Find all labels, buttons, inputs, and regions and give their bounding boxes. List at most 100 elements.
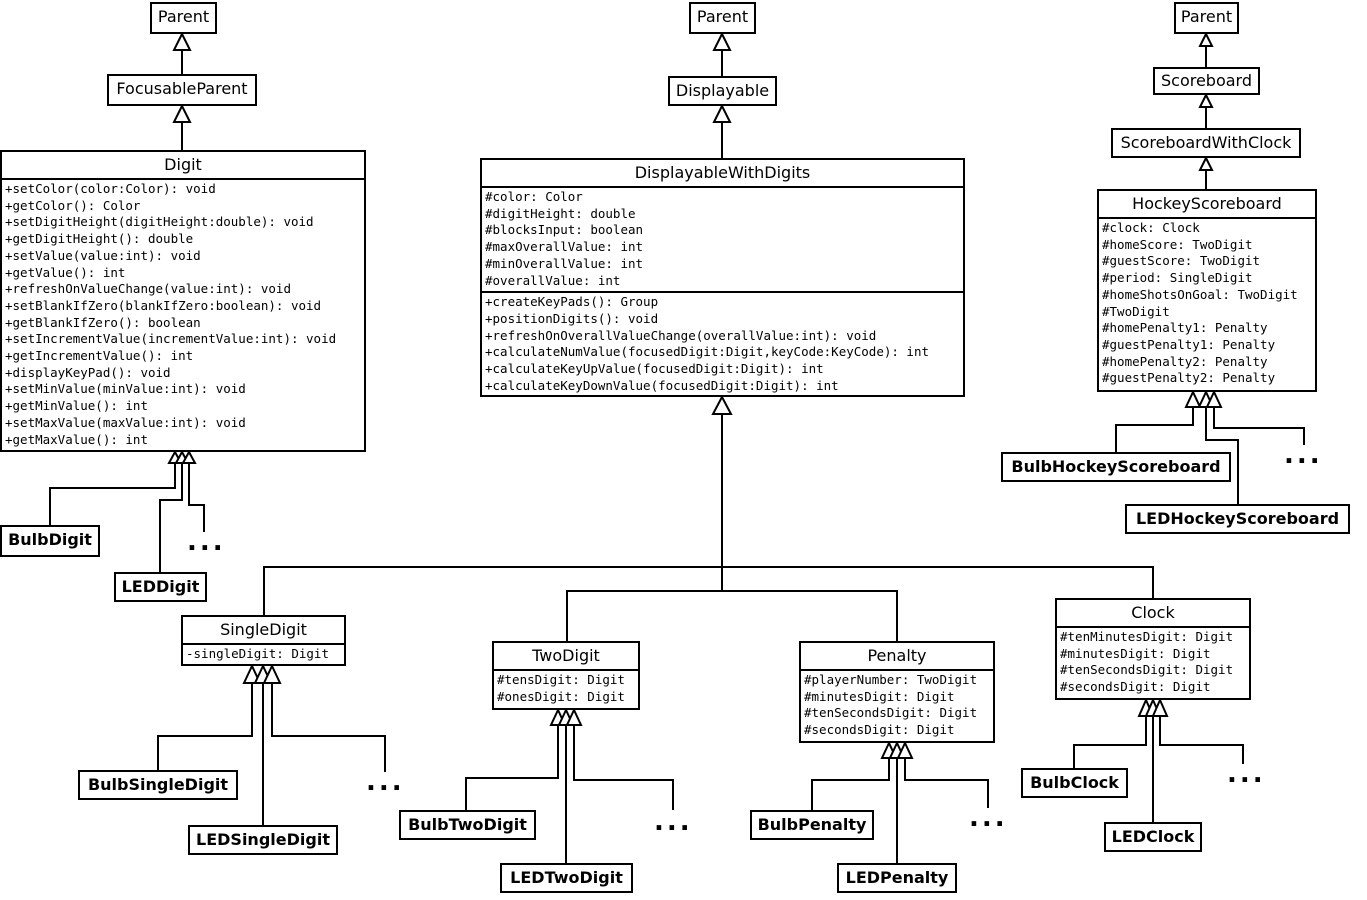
class-scoreboard-with-clock[interactable]: ScoreboardWithClock [1111, 128, 1301, 158]
class-hockey-scoreboard[interactable]: HockeyScoreboard #clock: Clock #homeScor… [1097, 189, 1317, 392]
method: +getValue(): int [5, 264, 126, 280]
class-bulb-hockey-scoreboard[interactable]: BulbHockeyScoreboard [1001, 452, 1231, 482]
method: +setMinValue(minValue:int): void [5, 381, 246, 397]
class-title: Scoreboard [1160, 71, 1252, 90]
method: +getDigitHeight(): double [5, 231, 194, 247]
class-scoreboard[interactable]: Scoreboard [1153, 67, 1260, 95]
methods-section: +createKeyPads(): Group +positionDigits(… [482, 291, 963, 396]
attribute: #guestPenalty1: Penalty [1102, 336, 1276, 352]
class-title: Parent [1180, 7, 1233, 26]
attribute: #tenSecondsDigit: Digit [1060, 662, 1234, 678]
method: +setBlankIfZero(blankIfZero:boolean): vo… [5, 297, 322, 313]
attribute: #homeShotsOnGoal: TwoDigit [1102, 286, 1298, 302]
attribute: #playerNumber: TwoDigit [804, 672, 978, 687]
attribute: #tenMinutesDigit: Digit [1060, 629, 1234, 644]
class-bulb-digit[interactable]: BulbDigit [0, 525, 100, 557]
method: +positionDigits(): void [485, 310, 659, 326]
method: +createKeyPads(): Group [485, 294, 659, 310]
class-digit[interactable]: Digit +setColor(color:Color): void +getC… [0, 150, 366, 452]
more-subclasses-ellipsis: ... [969, 803, 1008, 833]
attribute: #overallValue: int [485, 272, 621, 288]
more-subclasses-ellipsis: ... [1227, 759, 1266, 789]
attribute: #tensDigit: Digit [497, 672, 625, 687]
class-bulb-penalty[interactable]: BulbPenalty [750, 810, 874, 840]
attribute: #guestScore: TwoDigit [1102, 253, 1261, 269]
method: +getColor(): Color [5, 197, 141, 213]
method: +setValue(value:int): void [5, 247, 201, 263]
class-two-digit[interactable]: TwoDigit #tensDigit: Digit #onesDigit: D… [492, 641, 640, 710]
class-title: ScoreboardWithClock [1120, 133, 1292, 152]
attributes-section: #tenMinutesDigit: Digit #minutesDigit: D… [1057, 628, 1249, 698]
attribute: #maxOverallValue: int [485, 239, 644, 255]
class-parent-center[interactable]: Parent [689, 2, 756, 34]
class-title: DisplayableWithDigits [482, 160, 963, 188]
method: +getMinValue(): int [5, 398, 148, 414]
class-led-two-digit[interactable]: LEDTwoDigit [500, 863, 633, 893]
class-displayable-with-digits[interactable]: DisplayableWithDigits #color: Color #dig… [480, 158, 965, 397]
method: +calculateKeyDownValue(focusedDigit:Digi… [485, 377, 839, 393]
attribute: #minOverallValue: int [485, 255, 644, 271]
class-led-clock[interactable]: LEDClock [1104, 822, 1202, 852]
class-focusable-parent[interactable]: FocusableParent [107, 74, 257, 106]
attribute: #secondsDigit: Digit [1060, 679, 1211, 695]
class-title: TwoDigit [494, 643, 638, 671]
class-parent-left[interactable]: Parent [150, 2, 217, 34]
class-title: Displayable [675, 81, 770, 100]
attribute: #secondsDigit: Digit [804, 722, 955, 738]
attributes-section: #color: Color #digitHeight: double #bloc… [482, 188, 963, 291]
attribute: #color: Color [485, 189, 583, 204]
class-bulb-clock[interactable]: BulbClock [1021, 768, 1128, 798]
class-led-single-digit[interactable]: LEDSingleDigit [188, 825, 338, 855]
method: +calculateNumValue(focusedDigit:Digit,ke… [485, 344, 930, 360]
method: +setIncrementValue(incrementValue:int): … [5, 331, 337, 347]
class-single-digit[interactable]: SingleDigit -singleDigit: Digit [181, 615, 346, 666]
class-title: HockeyScoreboard [1099, 191, 1315, 219]
attribute: #guestPenalty2: Penalty [1102, 370, 1276, 386]
attribute: #digitHeight: double [485, 205, 636, 221]
attribute: #homePenalty2: Penalty [1102, 353, 1268, 369]
class-title: SingleDigit [183, 617, 344, 645]
more-subclasses-ellipsis: ... [366, 767, 405, 797]
class-title: Parent [696, 7, 749, 26]
attribute: #tenSecondsDigit: Digit [804, 705, 978, 721]
attribute: -singleDigit: Digit [186, 646, 329, 661]
method: +getIncrementValue(): int [5, 348, 194, 364]
more-subclasses-ellipsis: ... [654, 807, 693, 837]
class-penalty[interactable]: Penalty #playerNumber: TwoDigit #minutes… [799, 641, 995, 743]
class-displayable[interactable]: Displayable [668, 76, 777, 106]
more-subclasses-ellipsis: ... [187, 527, 226, 557]
attribute: #TwoDigit [1102, 303, 1170, 319]
attribute: #homeScore: TwoDigit [1102, 236, 1253, 252]
attribute: #blocksInput: boolean [485, 222, 644, 238]
class-bulb-two-digit[interactable]: BulbTwoDigit [399, 810, 536, 840]
method: +setMaxValue(maxValue:int): void [5, 414, 246, 430]
class-clock[interactable]: Clock #tenMinutesDigit: Digit #minutesDi… [1055, 598, 1251, 700]
method: +setColor(color:Color): void [5, 181, 216, 196]
class-parent-right[interactable]: Parent [1174, 2, 1239, 34]
class-bulb-single-digit[interactable]: BulbSingleDigit [78, 770, 238, 800]
method: +displayKeyPad(): void [5, 364, 171, 380]
class-title: Parent [157, 7, 210, 26]
methods-section: +setColor(color:Color): void +getColor()… [2, 180, 364, 450]
class-title: Clock [1057, 600, 1249, 628]
attribute: #homePenalty1: Penalty [1102, 320, 1268, 336]
class-led-hockey-scoreboard[interactable]: LEDHockeyScoreboard [1125, 504, 1350, 534]
class-led-digit[interactable]: LEDDigit [114, 572, 207, 602]
class-title: Penalty [801, 643, 993, 671]
attributes-section: -singleDigit: Digit [183, 645, 344, 665]
method: +setDigitHeight(digitHeight:double): voi… [5, 214, 314, 230]
attributes-section: #tensDigit: Digit #onesDigit: Digit [494, 671, 638, 707]
attribute: #minutesDigit: Digit [1060, 645, 1211, 661]
method: +calculateKeyUpValue(focusedDigit:Digit)… [485, 361, 824, 377]
class-title: FocusableParent [116, 79, 248, 98]
method: +getBlankIfZero(): boolean [5, 314, 201, 330]
method: +refreshOnValueChange(value:int): void [5, 281, 291, 297]
attribute: #period: SingleDigit [1102, 270, 1253, 286]
class-led-penalty[interactable]: LEDPenalty [837, 863, 957, 893]
attribute: #clock: Clock [1102, 220, 1200, 235]
attribute: #minutesDigit: Digit [804, 688, 955, 704]
method: +getMaxValue(): int [5, 431, 148, 447]
attributes-section: #clock: Clock #homeScore: TwoDigit #gues… [1099, 219, 1315, 389]
